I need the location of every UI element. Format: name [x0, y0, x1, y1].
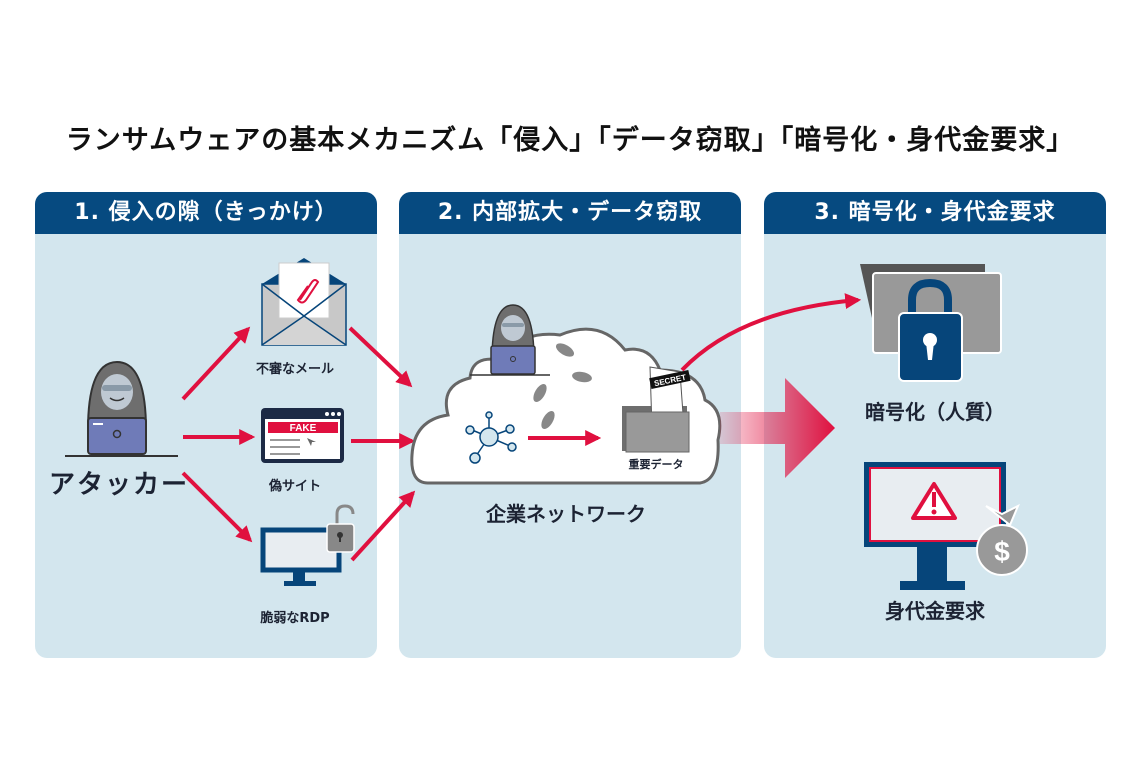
diagram-title: ランサムウェアの基本メカニズム「侵入」「データ窃取」「暗号化・身代金要求」	[65, 125, 1075, 156]
attacker-label: アタッカー	[49, 470, 190, 500]
fake-site-label: 偽サイト	[268, 479, 321, 494]
encryption-label: 暗号化（人質）	[865, 400, 1005, 424]
ransom-demand-label: 身代金要求	[885, 599, 985, 623]
panel-intrusion: 1. 侵入の隙（きっかけ） アタッカー 不審なメール 偽サイト 脆弱なRDP	[35, 192, 377, 658]
panel-heading: 3. 暗号化・身代金要求	[764, 192, 1106, 234]
suspicious-mail-label: 不審なメール	[255, 362, 334, 377]
panel-heading: 1. 侵入の隙（きっかけ）	[35, 192, 377, 234]
vulnerable-rdp-label: 脆弱なRDP	[260, 611, 330, 626]
panel-encrypt-ransom: 3. 暗号化・身代金要求 暗号化（人質） 身代金要求	[764, 192, 1106, 658]
panel-spread-exfiltration: 2. 内部拡大・データ窃取	[399, 192, 741, 658]
panel-heading: 2. 内部拡大・データ窃取	[399, 192, 741, 234]
